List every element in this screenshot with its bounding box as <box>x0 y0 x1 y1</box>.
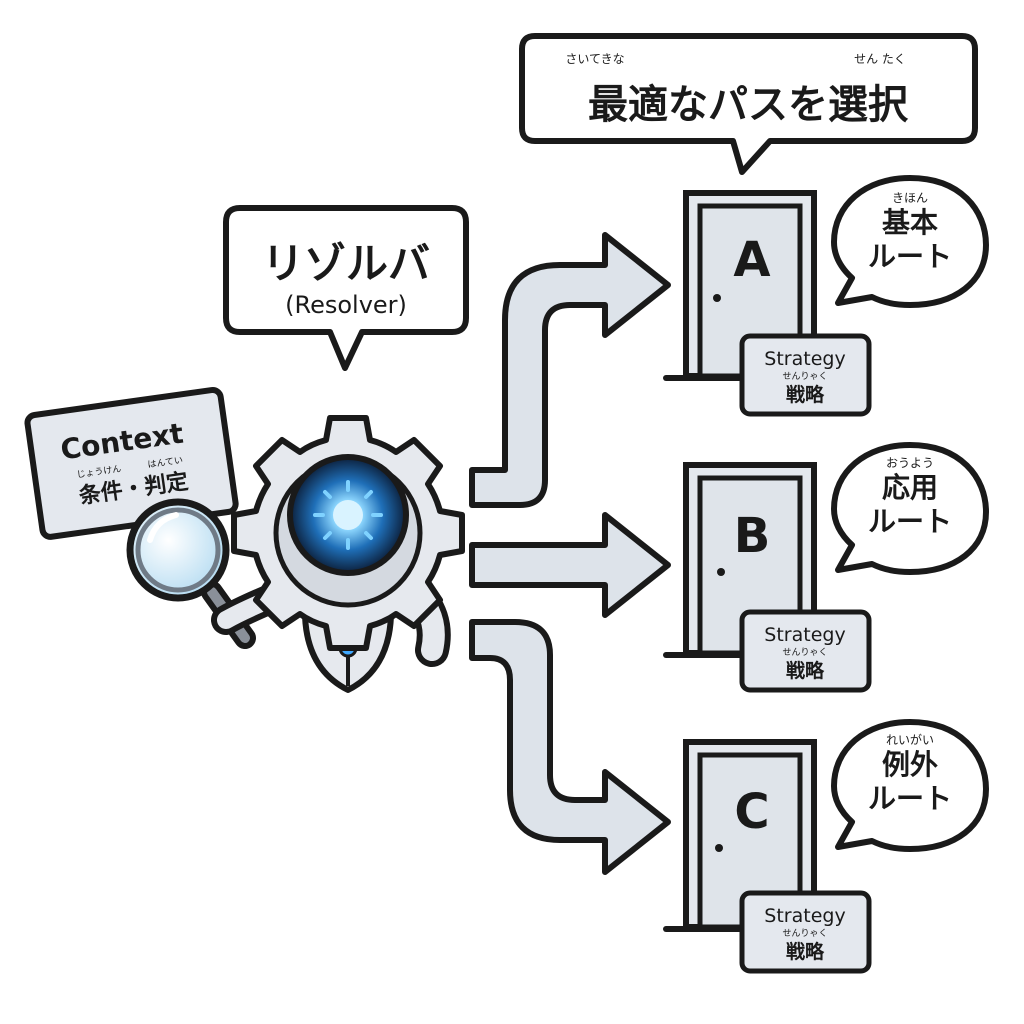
route-name-a: 基本 <box>882 206 938 239</box>
strategy-tag-a: Strategy せんりゃく 戦略 <box>739 333 872 417</box>
title-bubble: さいてきな せん たく 最適なパスを選択 <box>519 33 978 175</box>
route-arrows <box>469 232 671 875</box>
svg-text:きほん: きほん <box>892 191 928 205</box>
arrow-to-c <box>469 619 671 875</box>
route-label-c: ルート <box>868 782 952 815</box>
route-bubble-b: おうよう 応用 ルート <box>831 442 989 575</box>
svg-text:Strategy: Strategy <box>764 348 845 370</box>
resolver-bubble: リゾルバ (Resolver) <box>223 205 469 371</box>
svg-text:せんりゃく: せんりゃく <box>782 371 827 382</box>
arrow-to-b <box>469 512 671 618</box>
context-ruby-right: はんてい <box>147 455 184 471</box>
svg-text:おうよう: おうよう <box>886 456 934 470</box>
svg-text:せんりゃく: せんりゃく <box>782 928 827 939</box>
svg-text:Strategy: Strategy <box>764 624 845 646</box>
resolver-robot <box>211 415 465 693</box>
svg-text:戦略: 戦略 <box>786 659 825 682</box>
door-letter-a: A <box>733 232 770 288</box>
resolver-name: リゾルバ <box>262 239 430 288</box>
strategy-tag-c: Strategy せんりゃく 戦略 <box>739 890 872 974</box>
svg-text:Strategy: Strategy <box>764 905 845 927</box>
strategy-tag-b: Strategy せんりゃく 戦略 <box>739 609 872 693</box>
door-c: C <box>663 739 833 932</box>
title-text: 最適なパスを選択 <box>588 82 909 128</box>
route-bubble-a: きほん 基本 ルート <box>831 175 989 308</box>
gear-icon <box>231 415 465 651</box>
resolver-sub: (Resolver) <box>285 291 407 319</box>
route-name-b: 応用 <box>882 471 938 504</box>
title-ruby-left: さいてきな <box>565 52 624 66</box>
context-sign: Context じょうけん はんてい 条件・判定 <box>24 386 239 540</box>
svg-text:せんりゃく: せんりゃく <box>782 647 827 658</box>
svg-text:れいがい: れいがい <box>886 732 934 747</box>
title-ruby-right: せん たく <box>854 52 906 66</box>
route-label-a: ルート <box>868 240 952 273</box>
glow-rays <box>313 480 383 550</box>
door-letter-b: B <box>734 508 771 564</box>
svg-text:戦略: 戦略 <box>786 383 825 406</box>
route-label-b: ルート <box>868 505 952 538</box>
route-name-c: 例外 <box>882 748 938 781</box>
arrow-to-a <box>469 232 671 508</box>
svg-text:戦略: 戦略 <box>786 940 825 963</box>
door-letter-c: C <box>734 784 769 840</box>
route-bubble-c: れいがい 例外 ルート <box>831 719 989 852</box>
